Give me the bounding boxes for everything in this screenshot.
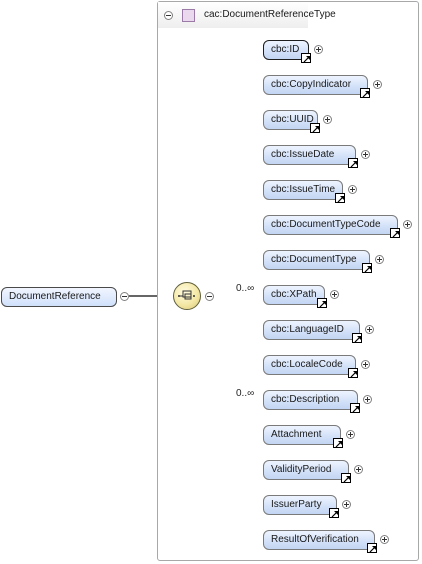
child-element-label: cbc:DocumentTypeCode: [271, 219, 381, 230]
plus-circle-icon[interactable]: [403, 220, 412, 229]
child-element-label: cbc:CopyIndicator: [271, 79, 352, 90]
reference-arrow-icon: [301, 53, 311, 63]
child-element-label: IssuerParty: [271, 499, 322, 510]
reference-arrow-icon: [310, 123, 320, 133]
plus-circle-icon[interactable]: [354, 465, 363, 474]
reference-arrow-icon: [333, 438, 343, 448]
reference-arrow-icon: [335, 193, 345, 203]
plus-circle-icon[interactable]: [348, 185, 357, 194]
child-element[interactable]: ValidityPeriod: [263, 460, 349, 480]
reference-arrow-icon: [360, 88, 370, 98]
minus-circle-icon[interactable]: [205, 292, 214, 301]
child-element[interactable]: cbc:XPath: [263, 285, 325, 305]
reference-arrow-icon: [350, 403, 360, 413]
child-element[interactable]: cbc:UUID: [263, 110, 318, 130]
plus-circle-icon[interactable]: [330, 290, 339, 299]
reference-arrow-icon: [362, 263, 372, 273]
child-element[interactable]: cbc:DocumentTypeCode: [263, 215, 398, 235]
child-element-label: cbc:LanguageID: [271, 324, 344, 335]
plus-circle-icon[interactable]: [314, 45, 323, 54]
reference-arrow-icon: [329, 508, 339, 518]
child-element[interactable]: cbc:IssueDate: [263, 145, 356, 165]
child-element[interactable]: cbc:LanguageID: [263, 320, 360, 340]
plus-circle-icon[interactable]: [323, 115, 332, 124]
plus-circle-icon[interactable]: [361, 360, 370, 369]
reference-arrow-icon: [348, 158, 358, 168]
child-element-label: ResultOfVerification: [271, 534, 359, 545]
complex-type-icon: [182, 9, 195, 22]
plus-circle-icon[interactable]: [380, 535, 389, 544]
type-header: cac:DocumentReferenceType: [158, 2, 336, 28]
plus-circle-icon[interactable]: [346, 430, 355, 439]
child-element-label: cbc:DocumentType: [271, 254, 357, 265]
child-element-label: cbc:IssueTime: [271, 184, 336, 195]
child-element[interactable]: IssuerParty: [263, 495, 337, 515]
plus-circle-icon[interactable]: [342, 500, 351, 509]
reference-arrow-icon: [390, 228, 400, 238]
plus-circle-icon[interactable]: [375, 255, 384, 264]
child-element[interactable]: cbc:LocaleCode: [263, 355, 356, 375]
type-label: cac:DocumentReferenceType: [204, 9, 336, 20]
type-panel: cac:DocumentReferenceType: [157, 1, 419, 561]
child-element[interactable]: cbc:ID: [263, 40, 309, 60]
reference-arrow-icon: [367, 543, 377, 553]
root-label: DocumentReference: [9, 291, 101, 302]
minus-circle-icon[interactable]: [120, 292, 129, 301]
child-element[interactable]: Attachment: [263, 425, 341, 445]
reference-arrow-icon: [317, 298, 327, 308]
child-element[interactable]: cbc:IssueTime: [263, 180, 343, 200]
child-element-label: ValidityPeriod: [271, 464, 332, 475]
reference-arrow-icon: [352, 333, 362, 343]
sequence-compositor-icon[interactable]: [173, 282, 201, 310]
plus-circle-icon[interactable]: [373, 80, 382, 89]
child-element-label: cbc:XPath: [271, 289, 317, 300]
plus-circle-icon[interactable]: [365, 325, 374, 334]
child-element[interactable]: cbc:DocumentType: [263, 250, 370, 270]
root-element[interactable]: DocumentReference: [1, 287, 117, 307]
reference-arrow-icon: [348, 368, 358, 378]
plus-circle-icon[interactable]: [361, 150, 370, 159]
child-element-label: Attachment: [271, 429, 322, 440]
minus-circle-icon[interactable]: [164, 11, 173, 20]
child-element-label: cbc:Description: [271, 394, 340, 405]
child-element-label: cbc:ID: [271, 44, 300, 55]
occurrence-label: 0..∞: [236, 388, 255, 399]
child-element-label: cbc:UUID: [271, 114, 314, 125]
plus-circle-icon[interactable]: [363, 395, 372, 404]
occurrence-label: 0..∞: [236, 283, 255, 294]
reference-arrow-icon: [341, 473, 351, 483]
child-element[interactable]: ResultOfVerification: [263, 530, 375, 550]
child-element-label: cbc:IssueDate: [271, 149, 335, 160]
child-element[interactable]: cbc:Description: [263, 390, 358, 410]
child-element-label: cbc:LocaleCode: [271, 359, 343, 370]
child-element[interactable]: cbc:CopyIndicator: [263, 75, 368, 95]
sequence-glyph: [178, 290, 195, 300]
